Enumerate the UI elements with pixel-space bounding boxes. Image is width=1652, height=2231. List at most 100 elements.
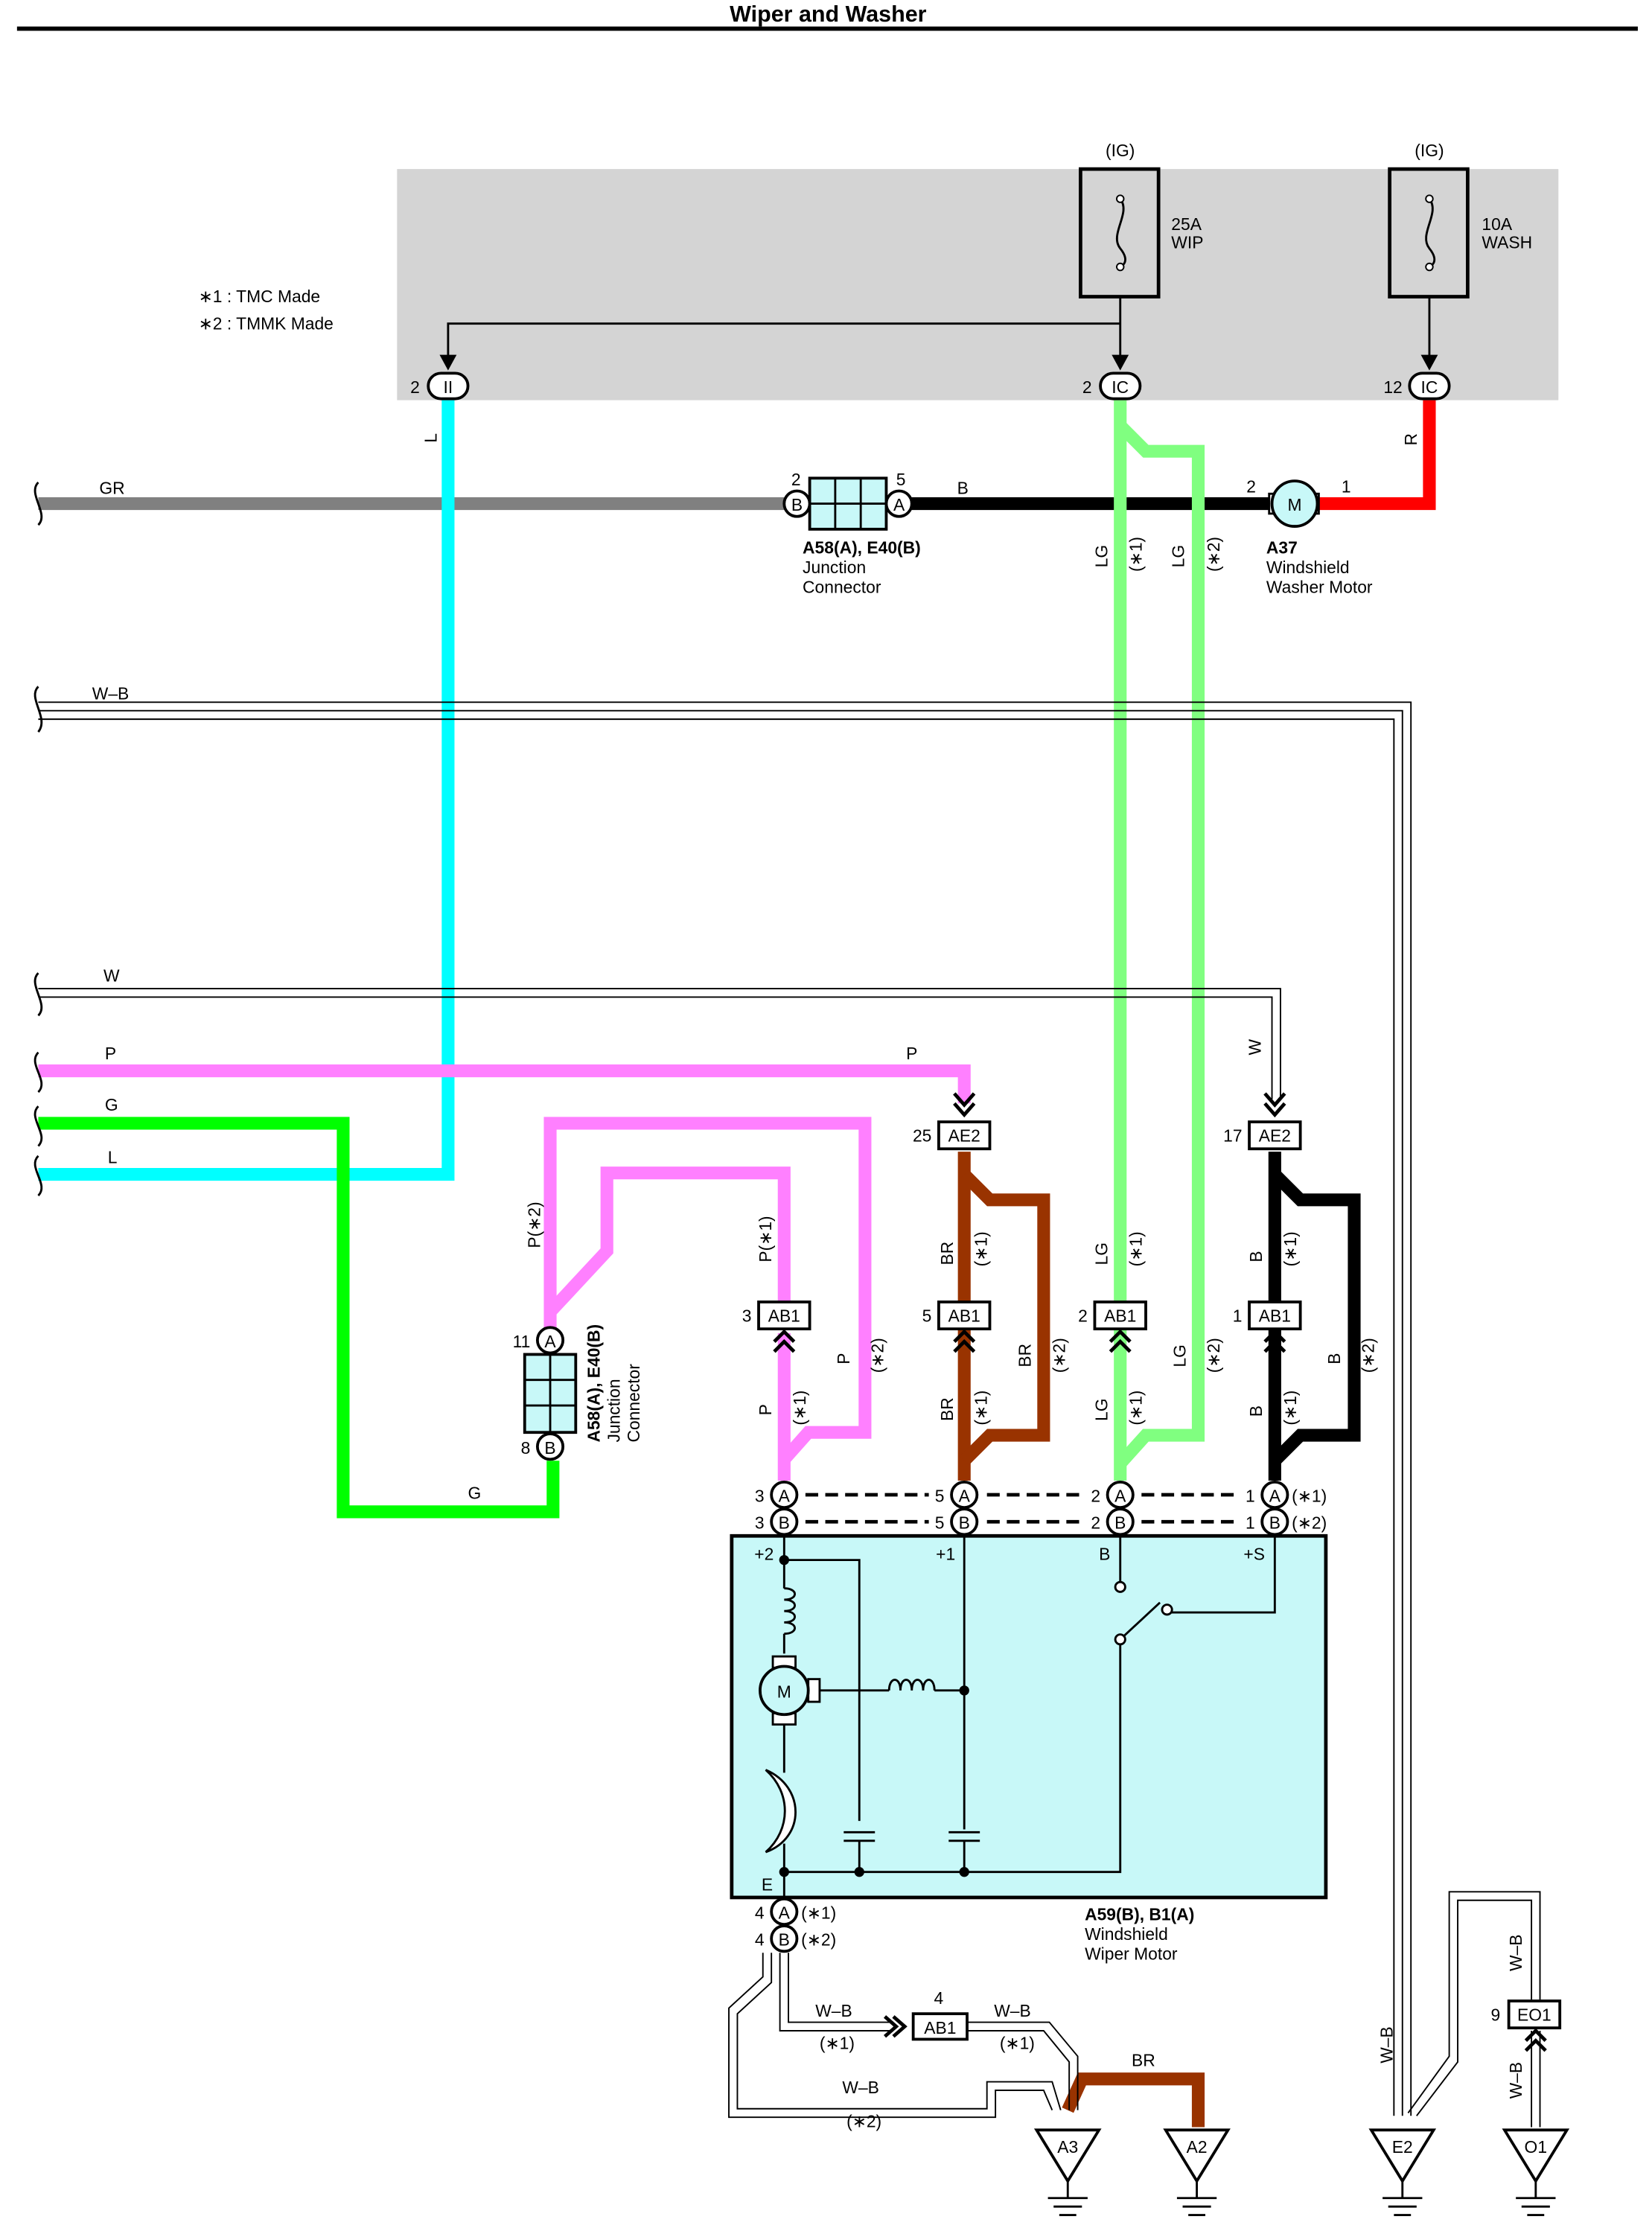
pin-letter-a: A — [1269, 1487, 1281, 1506]
label-s1-1: (∗1) — [1126, 537, 1145, 572]
label-s2-b: (∗2) — [1359, 1338, 1378, 1373]
wire-p-star2 — [543, 1117, 872, 1463]
label-lg-5: LG — [1092, 1398, 1112, 1420]
connector-ab1-3-pin: 3 — [742, 1306, 752, 1326]
label-br-2: BR — [1015, 1344, 1035, 1367]
connector-ae2-p-pin: 25 — [913, 1126, 931, 1146]
label-wb: W–B — [92, 683, 130, 703]
label-br-3: BR — [937, 1397, 957, 1421]
pin-letter-b: B — [1114, 1513, 1126, 1533]
connector-ae2-w-code: AE2 — [1259, 1126, 1291, 1146]
fuse-box-panel — [397, 169, 1559, 400]
connector-eo1 — [1507, 1999, 1562, 2030]
label-s2-br: (∗2) — [1049, 1338, 1068, 1373]
connector-ab1-2 — [1093, 1300, 1147, 1331]
ground-icon — [1033, 2128, 1102, 2217]
connector-ab1-1 — [1248, 1300, 1302, 1331]
junction-top-letter-right: A — [893, 495, 905, 514]
label-l-vert: L — [421, 433, 441, 443]
pin-num-a: 1 — [1246, 1487, 1255, 1506]
pin-row-dashes — [805, 1493, 1238, 1524]
ground-icon — [1368, 2128, 1437, 2217]
connector-ic-wip-pin: 2 — [1082, 377, 1092, 397]
ground-icon — [1163, 2128, 1231, 2217]
connector-ab1-2-pin: 2 — [1078, 1306, 1088, 1326]
junction-top-line2: Connector — [803, 578, 881, 597]
pin-letter-b: B — [779, 1513, 790, 1533]
junction-top-letter-left: B — [791, 495, 803, 514]
ground-letter-b: B — [779, 1930, 790, 1950]
fuse-wip-terminal — [1116, 262, 1125, 272]
label-s2-1: (∗2) — [1204, 537, 1223, 572]
pin-num-a: 5 — [935, 1487, 945, 1506]
fuse-wip-name: WIP — [1171, 233, 1203, 252]
connector-ab1-1-pin: 1 — [1233, 1306, 1243, 1326]
wire-w — [38, 988, 1281, 1099]
pin-num-b: 2 — [1091, 1513, 1100, 1533]
connector-ii — [427, 371, 470, 400]
ground-a2-label: A2 — [1187, 2137, 1208, 2157]
label-w-vert: W — [1245, 1039, 1264, 1056]
connector-ab1-3-arrow — [773, 1329, 796, 1353]
connector-ab1-5-arrow — [953, 1329, 976, 1353]
label-p-star2: P(∗2) — [525, 1201, 544, 1248]
label-s1-b: (∗1) — [1281, 1231, 1300, 1266]
mark-s2-a: (∗2) — [846, 2112, 881, 2131]
connector-ii-pin: 2 — [410, 377, 420, 397]
junction-left-line1: Junction — [604, 1379, 623, 1442]
wire-wb-star2 — [728, 1953, 1062, 2119]
fuse-wash-box — [1388, 167, 1470, 299]
fuse-wash-name: WASH — [1482, 233, 1532, 252]
ground-letter-a: A — [779, 1903, 791, 1923]
ground-pin-num-a: 4 — [755, 1903, 765, 1923]
label-wb-1: W–B — [815, 2001, 852, 2020]
pin-num-a: 3 — [755, 1487, 765, 1506]
label-p-right: P — [906, 1044, 917, 1063]
label-p-star1: P(∗1) — [756, 1216, 775, 1262]
label-b-3: B — [1246, 1405, 1266, 1417]
pin-num-a: 2 — [1091, 1487, 1100, 1506]
ground-o1-label: O1 — [1525, 2137, 1547, 2157]
connector-ab1-2-code: AB1 — [1104, 1306, 1136, 1326]
mark-s1-a: (∗1) — [820, 2034, 855, 2053]
junction-connector-top — [782, 476, 913, 531]
connector-ii-code: II — [444, 377, 453, 397]
junction-top-pin-right: 5 — [896, 470, 906, 489]
junction-left-letter-bottom: B — [544, 1438, 555, 1458]
connector-ab1-5 — [937, 1300, 992, 1331]
terminal-plus-s: +S — [1243, 1545, 1265, 1564]
ground-icon — [1502, 2128, 1570, 2217]
pin-num-b: 1 — [1246, 1513, 1255, 1533]
fuse-wash-supply: (IG) — [1415, 141, 1444, 160]
label-l: L — [108, 1147, 118, 1166]
wiper-motor-armature — [759, 1655, 821, 1854]
wire-br-star2 — [960, 1169, 1050, 1466]
connector-eo1-pin: 9 — [1490, 2005, 1500, 2025]
wire-p-star1 — [545, 1166, 791, 1317]
pin-letter-a: A — [779, 1487, 791, 1506]
connector-ae2-p-code: AE2 — [948, 1126, 980, 1146]
terminal-plus1: +1 — [936, 1545, 955, 1564]
ground-note-b: (∗2) — [801, 1930, 836, 1950]
pin-num-b: 3 — [755, 1513, 765, 1533]
label-s1-br2: (∗1) — [972, 1391, 991, 1426]
wire-break-marks — [34, 482, 43, 1197]
label-p: P — [105, 1044, 116, 1063]
wiper-pin-circles — [770, 1480, 1289, 1536]
label-s2-p: (∗2) — [868, 1338, 887, 1373]
note-tmc: ∗1 : TMC Made — [199, 287, 320, 306]
page-title: Wiper and Washer — [730, 1, 927, 27]
junction-top-line1: Junction — [803, 558, 866, 577]
label-p-vert: P — [834, 1353, 853, 1365]
mark-s1-b: (∗1) — [1000, 2034, 1035, 2053]
connector-ab1-3-code: AB1 — [768, 1306, 800, 1326]
wiper-motor-nodes — [779, 1554, 1173, 1877]
connector-ab1-gnd-code: AB1 — [924, 2018, 956, 2037]
connector-ab1-gnd-arrow — [883, 2015, 908, 2038]
label-wb-e2: W–B — [1377, 2026, 1396, 2064]
label-br-ground: BR — [1132, 2051, 1155, 2070]
connector-ae2-w-arrow — [1263, 1092, 1286, 1118]
label-w: W — [103, 966, 120, 986]
connector-ic-wash-pin: 12 — [1383, 377, 1402, 397]
